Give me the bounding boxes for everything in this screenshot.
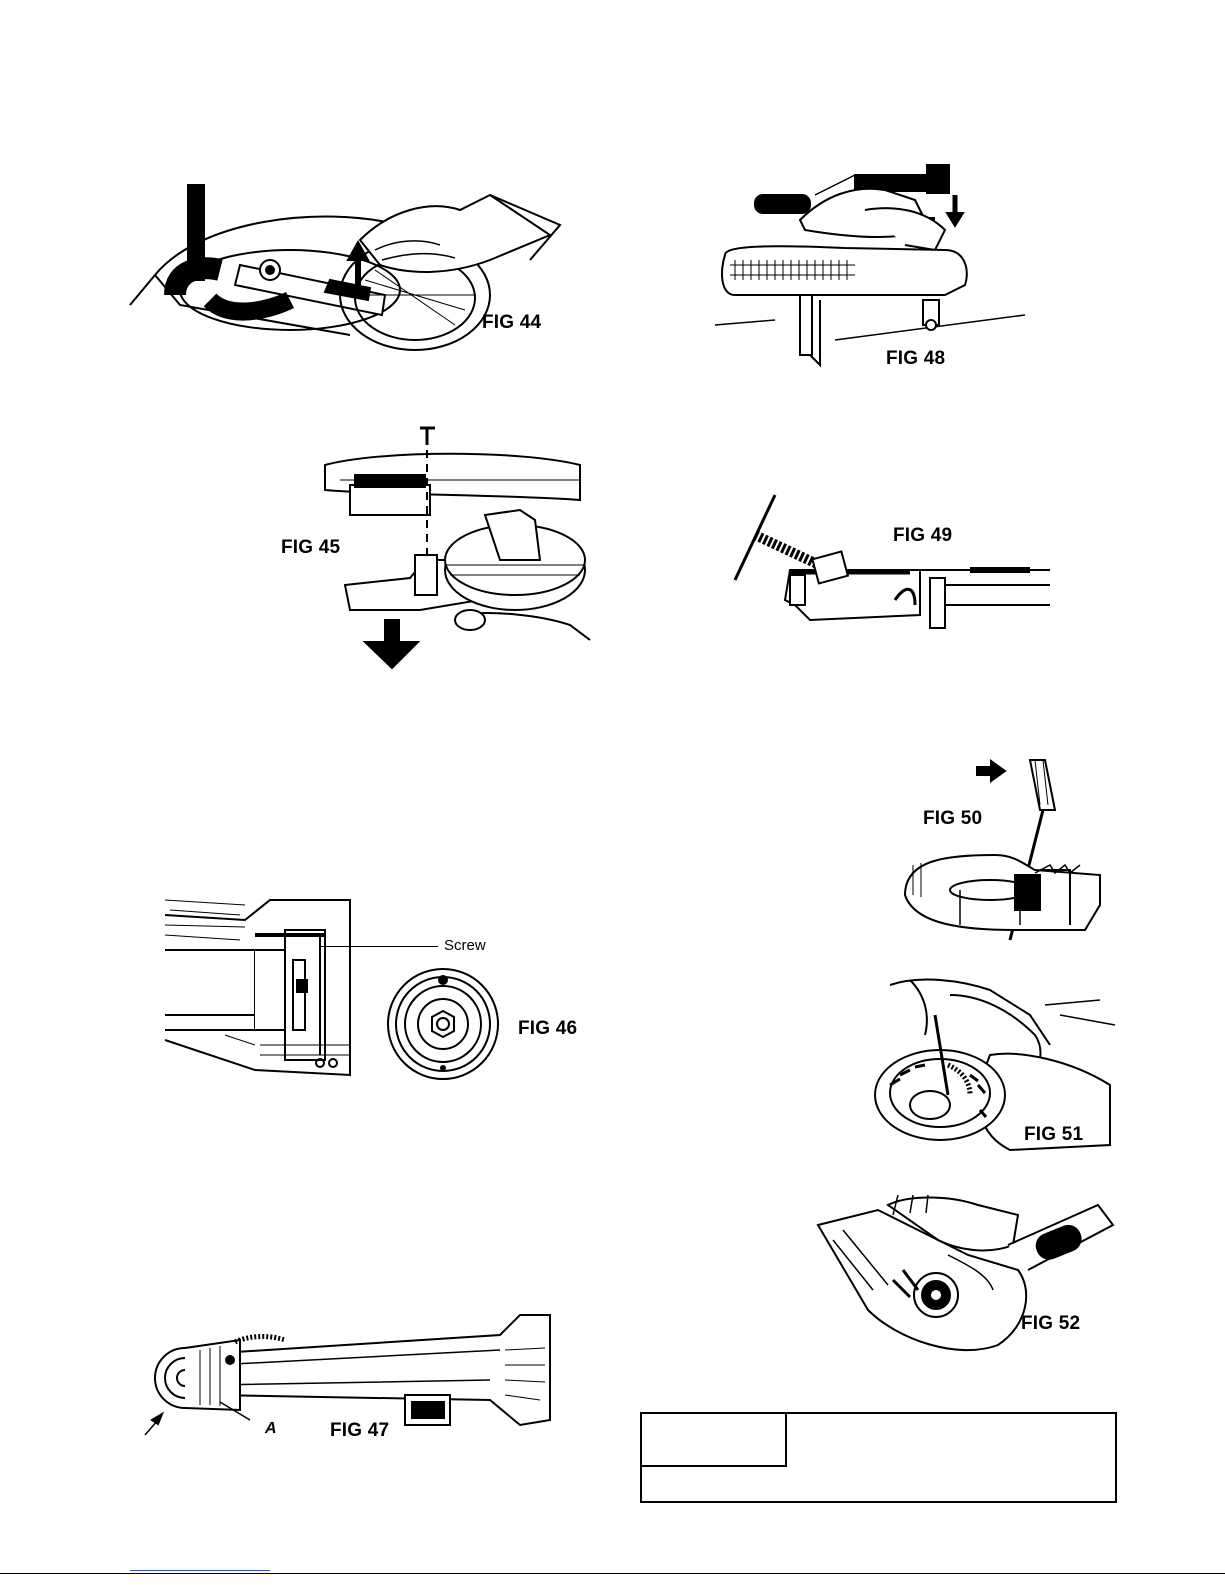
fig-48-illustration [715,160,1035,375]
fig-51-label: FIG 51 [1024,1124,1083,1146]
fig-45-label: FIG 45 [281,537,340,559]
info-box [640,1412,1117,1503]
info-box-cell-c [642,1469,1115,1501]
info-box-cell-b [789,1414,1115,1467]
fig-46-cross-section [165,895,365,1085]
fig-52-illustration [818,1195,1118,1365]
fig-48-label: FIG 48 [886,348,945,370]
fig-49-label: FIG 49 [893,525,952,547]
marker-a: A [265,1420,277,1438]
screw-callout: Screw [444,937,486,954]
fig-47-label: FIG 47 [330,1420,389,1442]
fig-44-label: FIG 44 [482,312,541,334]
fig-46-pulley [386,967,501,1082]
info-box-cell-a [642,1414,787,1467]
fig-52-label: FIG 52 [1021,1313,1080,1335]
footer-link-underline[interactable] [130,1570,270,1571]
fig-50-label: FIG 50 [923,808,982,830]
screw-callout-line [320,946,438,947]
footer-rule [0,1573,1225,1574]
fig-46-label: FIG 46 [518,1018,577,1040]
fig-45-illustration [320,420,600,670]
fig-50-illustration [905,755,1115,945]
fig-49-illustration [730,490,1050,640]
